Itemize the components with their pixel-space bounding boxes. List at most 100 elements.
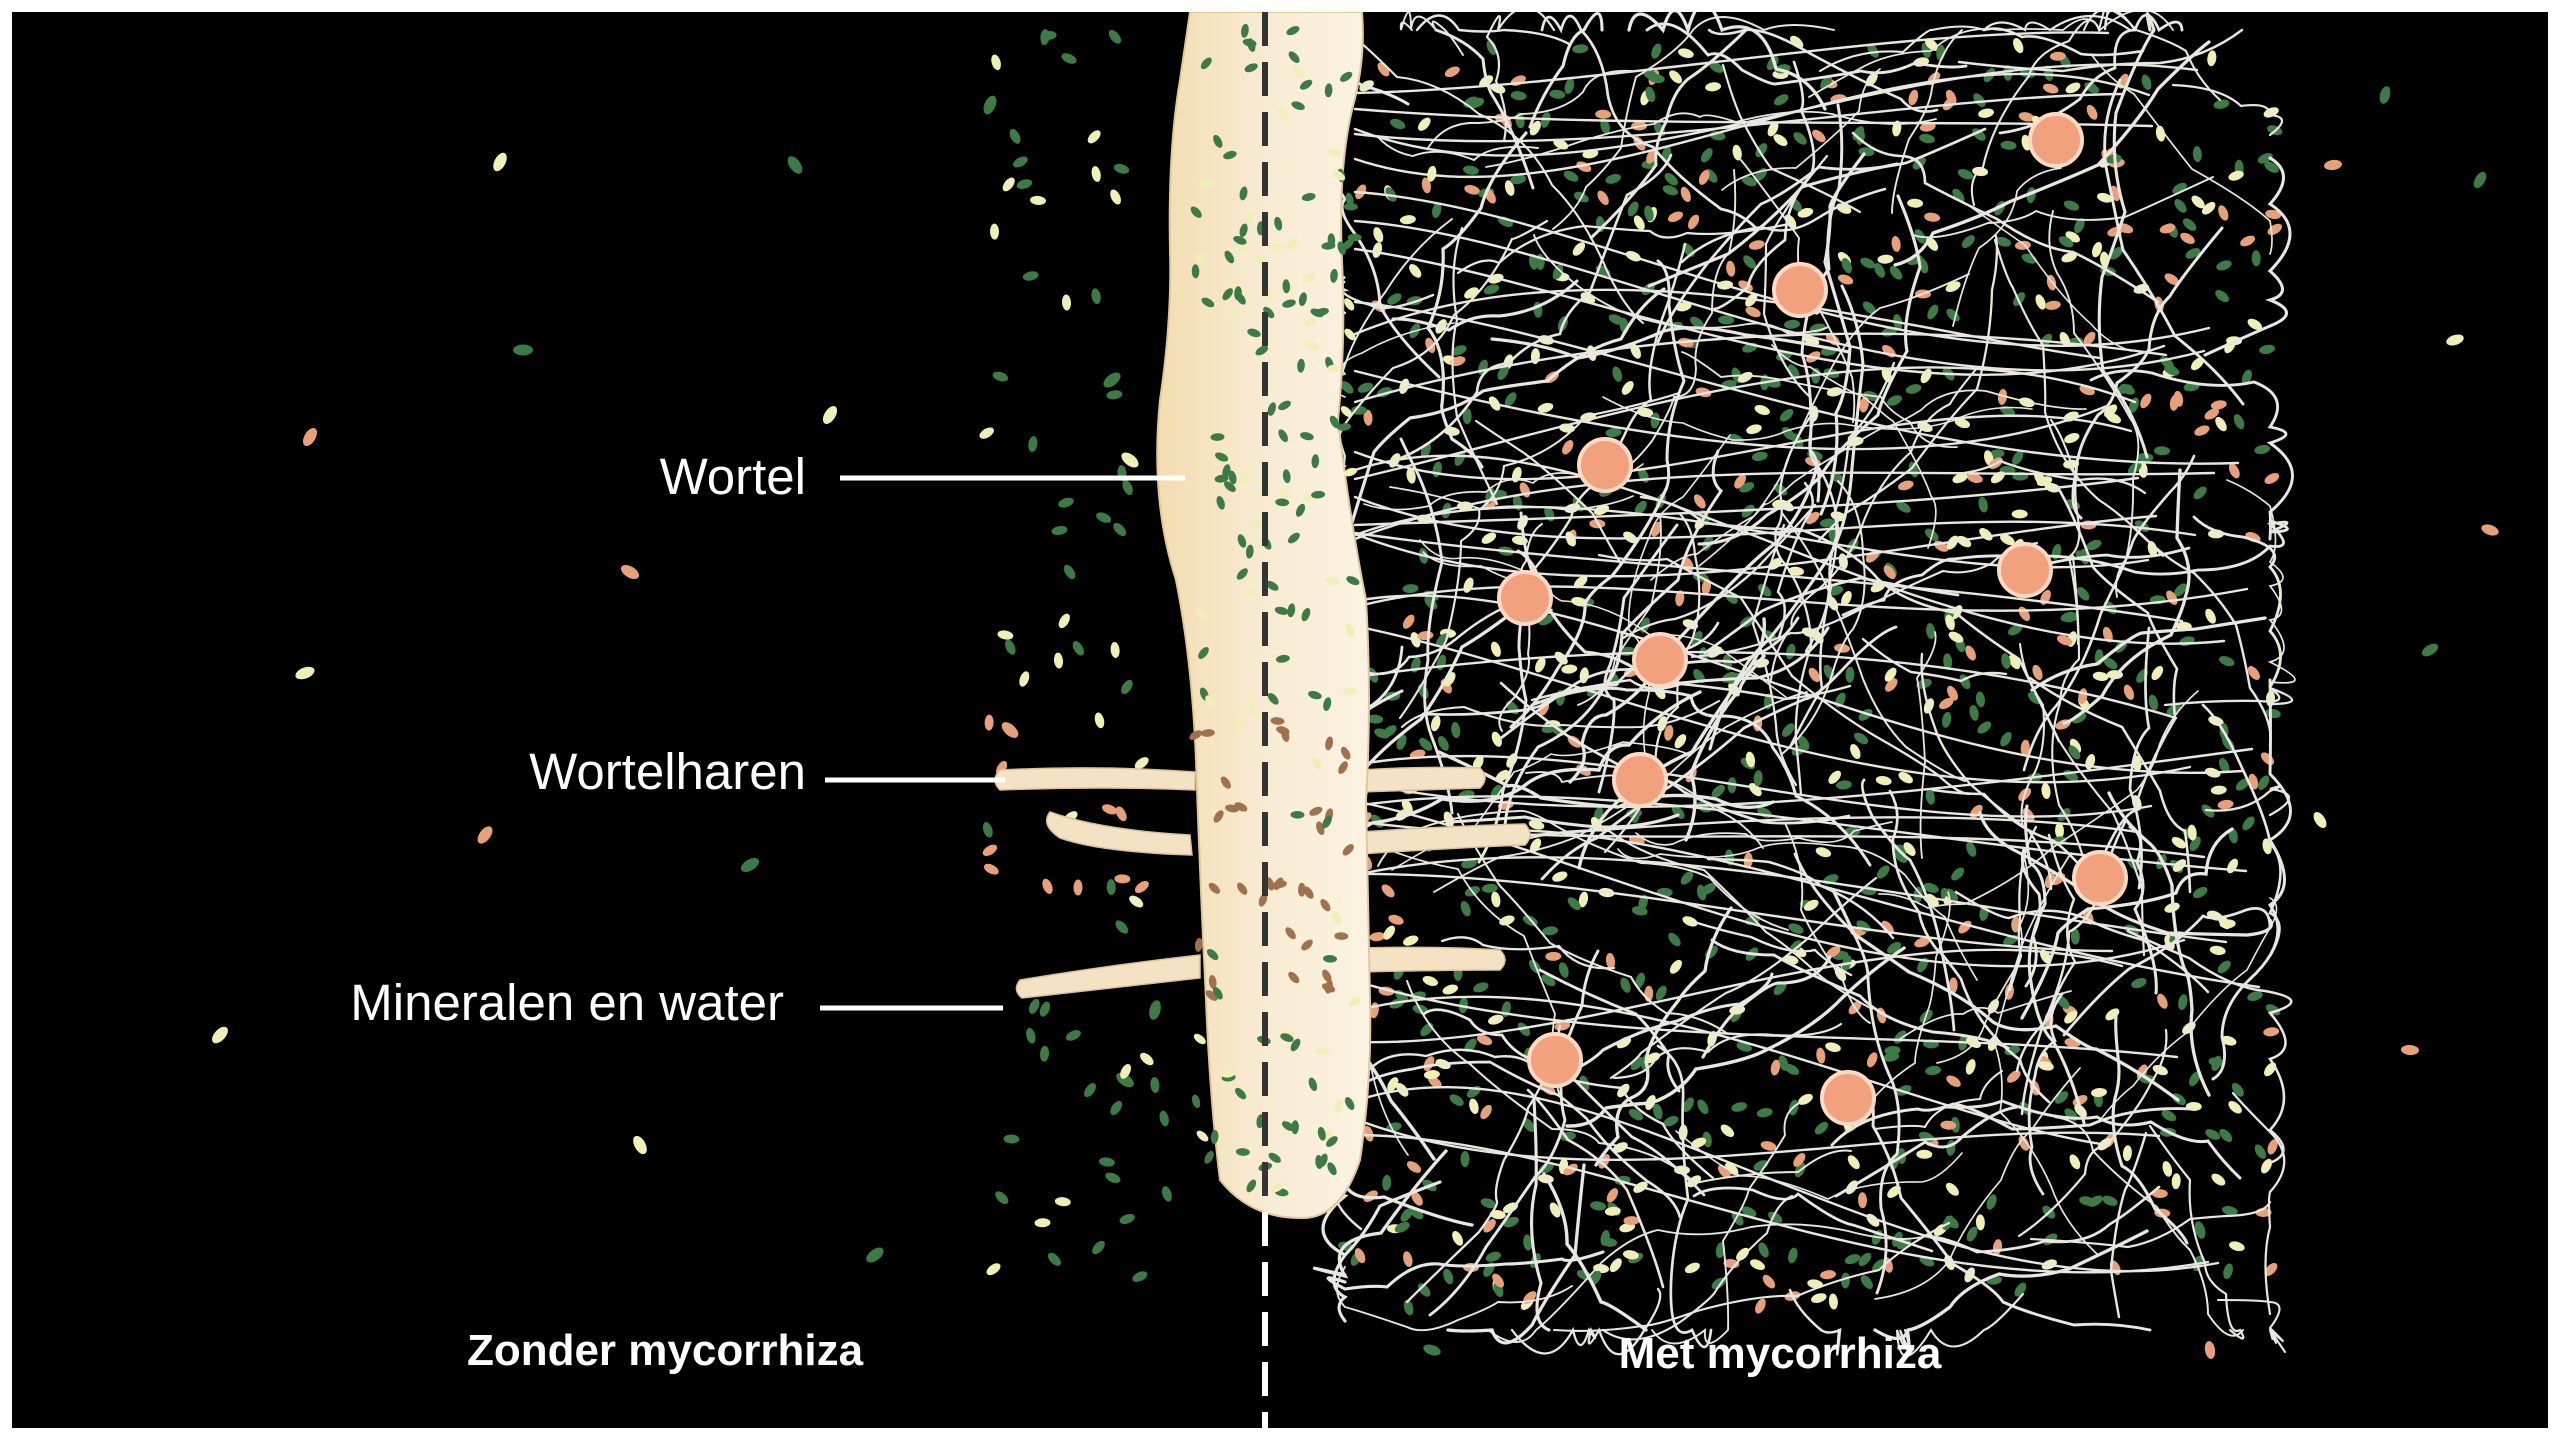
soil-particle (1595, 110, 1611, 120)
soil-particle (1133, 879, 1151, 896)
fungal-spore (1634, 634, 1686, 686)
soil-particle (2108, 1259, 2123, 1277)
hypha-strand (1334, 1182, 1440, 1321)
soil-particle (2263, 471, 2281, 486)
soil-particle (1975, 691, 1986, 708)
soil-particle (1104, 1171, 1122, 1186)
minerals-water-label: Mineralen en water (350, 974, 784, 1031)
soil-particle (1681, 914, 1699, 929)
soil-particle (1093, 712, 1106, 730)
soil-particle (981, 821, 995, 839)
soil-particle (2178, 635, 2196, 648)
soil-particle (1046, 1250, 1064, 1268)
soil-particle (2172, 197, 2189, 215)
soil-particle (1402, 584, 1419, 594)
soil-particle (2213, 415, 2229, 433)
soil-particle (1003, 1134, 1019, 1143)
soil-particle (2215, 958, 2233, 975)
soil-particle (1051, 525, 1068, 537)
soil-particle (1371, 241, 1384, 259)
soil-particle (1551, 869, 1569, 883)
soil-particle (1510, 466, 1523, 484)
soil-particle (2401, 1044, 2420, 1055)
soil-particle (1399, 214, 1416, 225)
fungal-spore (1499, 572, 1551, 624)
fungal-spore (2074, 852, 2126, 904)
soil-particle (2445, 332, 2465, 347)
soil-particle (2042, 82, 2060, 95)
soil-particle (1590, 1200, 1607, 1211)
soil-particle (1468, 1097, 1481, 1115)
soil-particle (1119, 678, 1135, 696)
soil-particle (1478, 1103, 1494, 1121)
soil-particle (1110, 642, 1121, 659)
soil-particle (1998, 730, 2014, 748)
soil-particle (1924, 212, 1941, 223)
soil-particle (1106, 879, 1116, 895)
soil-particle (1731, 144, 1743, 161)
soil-particle (978, 425, 996, 441)
soil-particle (2258, 344, 2275, 356)
root-particle (1202, 1149, 1215, 1165)
soil-particle (1963, 644, 1978, 662)
soil-particle (2420, 641, 2441, 659)
soil-particle (1778, 407, 1796, 424)
soil-particle (2204, 1340, 2217, 1359)
soil-particle (1785, 643, 1797, 661)
soil-particle (1460, 1151, 1469, 1167)
soil-particle (820, 404, 840, 427)
fungal-spore (2030, 114, 2082, 166)
soil-particle (1814, 845, 1832, 859)
soil-particle (1060, 51, 1078, 66)
soil-particle (1744, 305, 1762, 320)
soil-particle (1925, 1065, 1942, 1076)
soil-particle (1944, 1073, 1962, 1089)
soil-particle (1977, 526, 1995, 543)
soil-particle (1877, 254, 1894, 264)
soil-particle (1509, 73, 1527, 88)
soil-particle (1409, 656, 1422, 674)
soil-particle (1627, 1106, 1645, 1122)
soil-particle (2203, 607, 2218, 625)
hypha-strand (2173, 85, 2282, 135)
soil-particle (1101, 370, 1124, 391)
soil-particle (1127, 893, 1145, 910)
soil-particle (1686, 213, 1702, 231)
soil-particle (1371, 226, 1385, 244)
soil-particle (1572, 44, 1589, 54)
soil-particle (1607, 1256, 1624, 1274)
soil-particle (1679, 185, 1693, 203)
soil-particle (1845, 667, 1855, 683)
soil-particle (1751, 450, 1768, 462)
left-caption: Zonder mycorrhiza (467, 1326, 864, 1375)
soil-particle (1070, 639, 1086, 657)
soil-particle (2218, 654, 2236, 668)
soil-particle (1619, 379, 1636, 397)
soil-particle (2266, 221, 2284, 237)
soil-particle (1472, 981, 1490, 995)
soil-particle (739, 855, 762, 875)
soil-particle (1992, 1238, 2003, 1255)
soil-particle (300, 426, 320, 449)
hypha-strand (1355, 981, 2177, 1057)
soil-particle (1976, 1214, 1986, 1230)
soil-particle (1113, 918, 1130, 936)
soil-particle (2191, 484, 2209, 502)
soil-particle (1038, 1000, 1053, 1018)
soil-particle (1429, 715, 1442, 733)
soil-particle (1918, 133, 1935, 145)
soil-particle (2209, 945, 2226, 956)
soil-particle (982, 861, 1000, 876)
soil-particle (2091, 1087, 2108, 1098)
soil-particle (2085, 103, 2100, 121)
soil-particle (1114, 874, 1130, 884)
soil-particle (1382, 1175, 1392, 1192)
hypha-strand (1355, 1119, 2159, 1160)
soil-particle (2213, 288, 2231, 305)
soil-particle (1977, 107, 1994, 119)
soil-particle (1892, 1028, 1909, 1046)
soil-particle (2209, 1171, 2227, 1188)
soil-particle (1756, 1107, 1773, 1119)
soil-particle (619, 562, 642, 582)
soil-particle (1925, 303, 1941, 321)
